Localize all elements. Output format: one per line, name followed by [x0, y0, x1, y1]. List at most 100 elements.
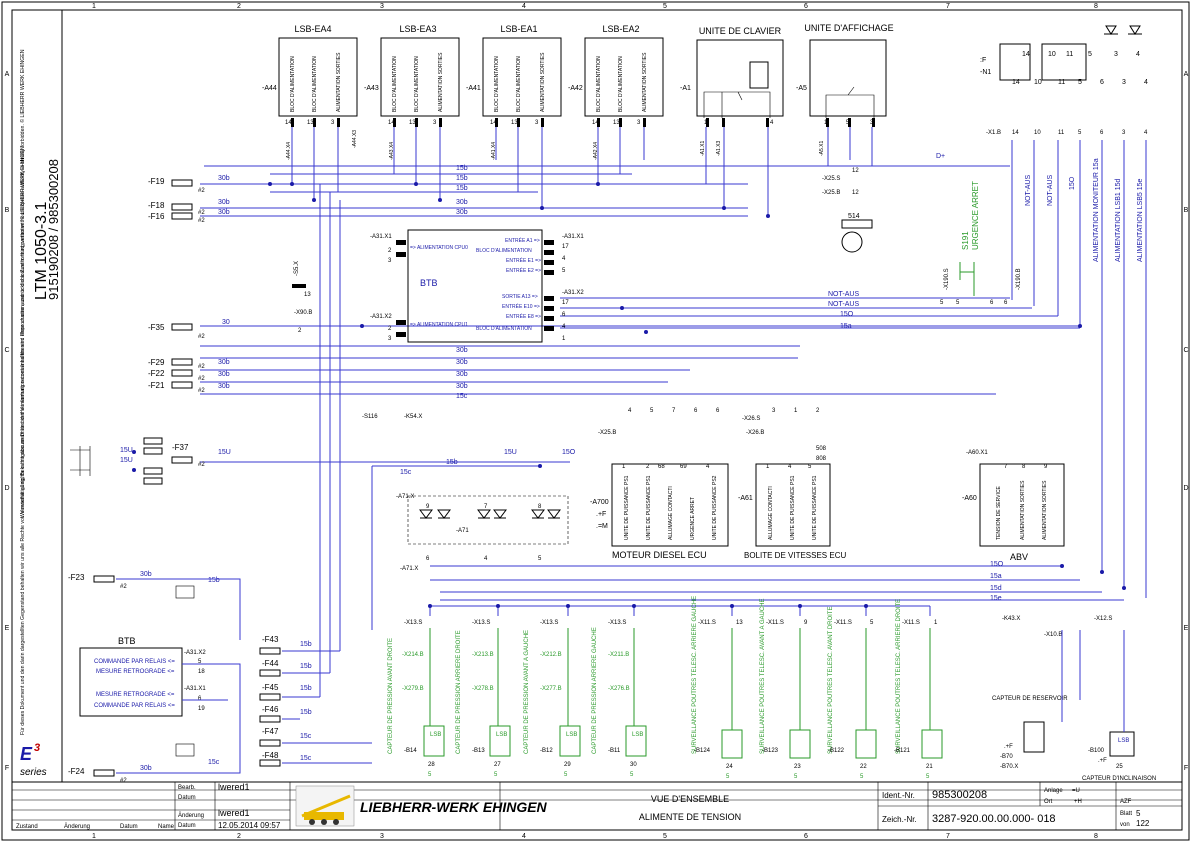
schematic-rect — [696, 39, 784, 117]
reservoir-sensor: CAPTEUR DE RESERVOIR .+F -B70 -B70.X — [992, 696, 1068, 770]
copyright-notice-en: We reserve all rights in this document a… — [19, 49, 26, 518]
wire-label: 15U — [120, 457, 133, 464]
lsb-ref: -A41 — [466, 85, 481, 92]
schematic-label: SURVEILLANCE POUTRES TELESC. AVANT A GAU… — [760, 599, 766, 755]
schematic-label: 5 — [726, 774, 730, 780]
schematic-rect — [175, 585, 195, 599]
telesc-sensor-b121: -X11.S 1 SURVEILLANCE POUTRES TELESC. AR… — [894, 599, 943, 780]
schematic-label: Bearb. — [178, 785, 196, 791]
junction-dots — [132, 182, 1126, 608]
btb-upper: BTB -A31.X1 -A31.X2 => ALIMENTATION CPU0… — [370, 229, 584, 343]
gearbox-label: UNITE DE PUISSANCE PS1 — [790, 475, 796, 540]
terminal-col: 4 — [1144, 79, 1148, 86]
terminal-col: 4 — [1136, 51, 1140, 58]
schematic-label: URGENCE ARRET — [971, 181, 980, 250]
schematic-label: 3 — [772, 408, 776, 414]
schematic-label: 15c — [300, 733, 312, 740]
display-unit-ref: -A5 — [796, 85, 807, 92]
lsb-pin-label: ALIMENTATION SORTIES — [540, 52, 546, 112]
schematic-circle — [798, 604, 802, 608]
schematic-circle — [566, 604, 570, 608]
grid-col-bottom: 6 — [804, 833, 808, 840]
fuse-f35: -F35 #2 — [148, 323, 205, 340]
lsb-pin-num: 14 — [388, 120, 395, 126]
schematic-label: von — [1120, 822, 1130, 828]
fuse-ref: -F19 — [148, 177, 165, 186]
schematic-label: LSB — [1118, 738, 1129, 744]
wire-label: 30b — [218, 371, 230, 378]
schematic-rect — [921, 729, 943, 759]
schematic-label: CAPTEUR DE PRESSION AVANT A GAUCHE — [524, 630, 530, 754]
schematic-rect — [489, 725, 511, 757]
schematic-circle — [1100, 570, 1104, 574]
terminal-pin: 4 — [1144, 130, 1148, 136]
btb-lower-label: MESURE RETROGRADE <= — [96, 669, 175, 675]
lsb-connector-pins — [291, 118, 646, 127]
ref-label: 2 — [298, 328, 302, 334]
lsb-pin-label: BLOC D'ALIMENTATION — [494, 56, 500, 112]
schematic-path — [429, 605, 931, 616]
btb-lower-label: COMMANDE PAR RELAIS <= — [94, 703, 175, 709]
wire-label: 15O — [562, 449, 576, 456]
btb-label: ENTRÉE E1 => — [506, 257, 541, 264]
lsb-pin-num: 13 — [613, 120, 620, 126]
schematic-rect — [482, 37, 562, 117]
fuse-f22: -F22 #2 — [148, 369, 205, 382]
schematic-rect — [789, 729, 811, 759]
schematic-circle — [722, 206, 726, 210]
schematic-label: 29 — [564, 762, 571, 768]
grid-row-left: A — [5, 71, 10, 78]
btb-pin: 4 — [562, 324, 566, 330]
fuse-icon — [143, 437, 163, 445]
schematic-rect — [584, 37, 664, 117]
schematic-label: -A71.X — [400, 566, 418, 572]
lsb-name: LSB-EA3 — [399, 24, 436, 34]
diode-icon — [1128, 25, 1142, 35]
lsb-modules: LSB-EA4 -A44 BLOC D'ALIMENTATION BLOC D'… — [262, 24, 664, 160]
telescope-sensors: -X11.S 13 SURVEILLANCE POUTRES TELESC. A… — [692, 596, 943, 780]
pressure-sensors: -X13.S -X214.B -X279.B CAPTEUR DE PRESSI… — [388, 620, 647, 778]
grid-column-labels: 1 2 3 4 5 6 7 8 1 2 3 4 5 6 7 8 — [92, 3, 1098, 840]
schematic-rect — [841, 219, 873, 229]
schematic-label: -B70 — [1000, 754, 1013, 760]
schematic-label: 8 — [1022, 464, 1026, 470]
grid-col-bottom: 4 — [522, 833, 526, 840]
schematic-label: -X11.S — [834, 620, 852, 626]
terminal-col: 10 — [1048, 51, 1056, 58]
schematic-label: -B121 — [894, 748, 911, 754]
schematic-label: -X190.S — [944, 268, 950, 290]
btb-label: SORTIE A13 => — [502, 294, 538, 300]
schematic-label: lwered1 — [218, 808, 250, 818]
keyboard-unit-ref: -A1 — [680, 85, 691, 92]
lsb-ref: -A44 — [262, 85, 277, 92]
schematic-label: CAPTEUR D'INCLINAISON — [1082, 776, 1156, 782]
btb-label: BLOC D'ALIMENTATION — [476, 326, 532, 332]
schematic-label: -A71 — [456, 528, 469, 534]
schematic-path — [959, 262, 975, 296]
schematic-label: -B100 — [1088, 748, 1105, 754]
schematic-label: Datum — [178, 795, 196, 801]
schematic-rect — [625, 725, 647, 757]
vertical-wire-label: ALIMENTATION MONITEUR 15a — [1093, 158, 1100, 262]
fuse-out: #2 — [198, 364, 205, 370]
wire-label: D+ — [936, 153, 945, 160]
schematic-label: -X13.S — [472, 620, 490, 626]
lsb-pin-label: ALIMENTATION SORTIES — [642, 52, 648, 112]
schematic-label: 6 — [426, 556, 430, 562]
lsb-ea1-module: LSB-EA1 BLOC D'ALIMENTATION BLOC D'ALIME… — [482, 24, 583, 160]
grid-col-top: 1 — [92, 3, 96, 10]
btb-pin: 2 — [388, 326, 392, 332]
schematic-rect — [722, 118, 725, 127]
lsb-pin-num: 14 — [592, 120, 599, 126]
vertical-wire-label: ALIMENTATION LSB1 15d — [1115, 179, 1122, 262]
schematic-label: Datum — [178, 823, 196, 829]
terminal-col: 3 — [1122, 79, 1126, 86]
schematic-rect — [1109, 731, 1135, 757]
schematic-label: 69 — [680, 464, 687, 470]
schematic-circle — [312, 198, 316, 202]
btb-pin: 6 — [562, 312, 566, 318]
schematic-rect — [439, 118, 442, 127]
schematic-label: 15b — [300, 641, 312, 648]
